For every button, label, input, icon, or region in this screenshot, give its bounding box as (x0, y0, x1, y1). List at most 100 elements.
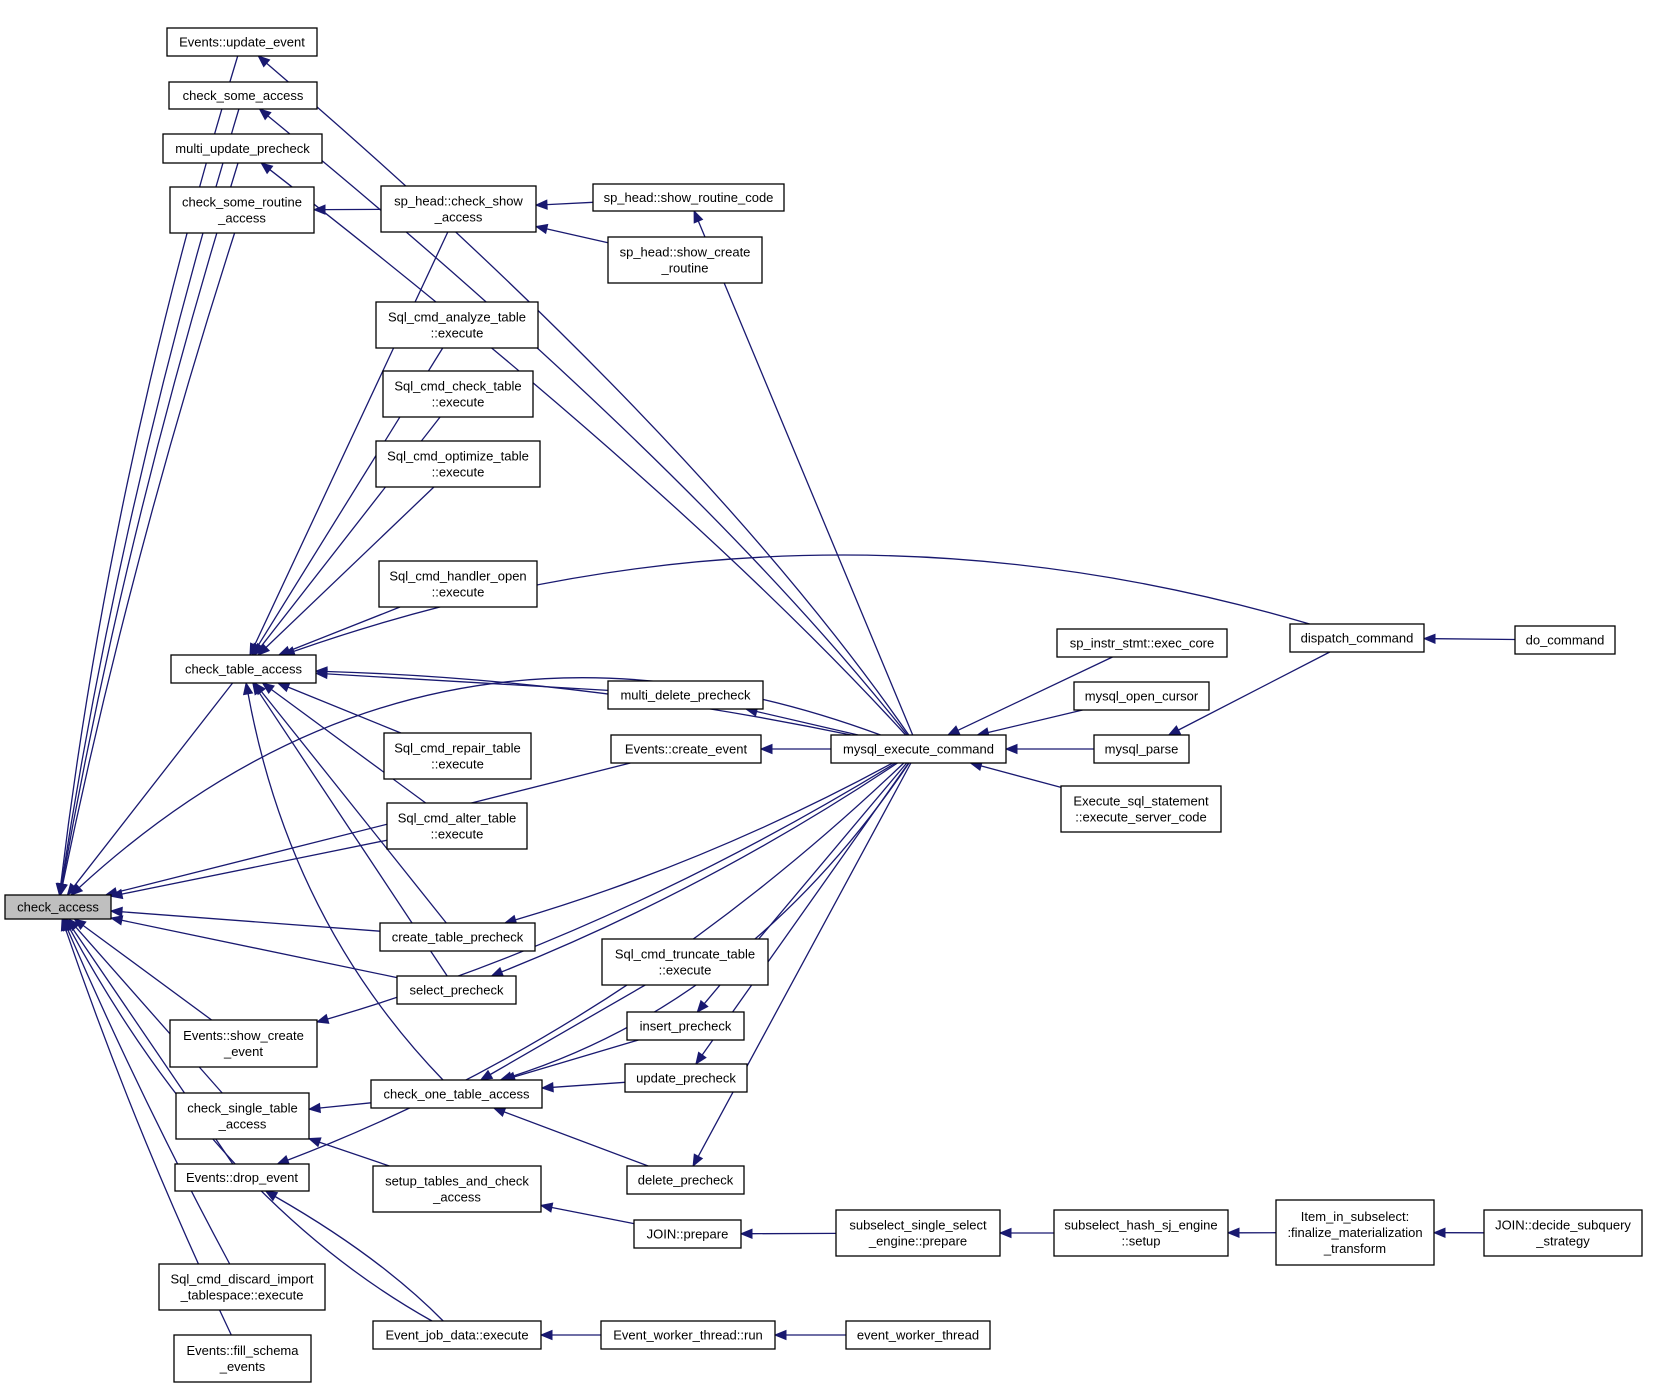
node-mysql-execute-command[interactable]: mysql_execute_command (830, 734, 1007, 764)
call-edge (307, 1102, 372, 1114)
node-update-precheck[interactable]: update_precheck (624, 1063, 748, 1093)
node-setup-tables-and-check-access[interactable]: setup_tables_and_check_access (372, 1165, 542, 1213)
arrowhead-icon (539, 1202, 554, 1213)
node-sql-cmd-handler-open[interactable]: Sql_cmd_handler_open::execute (378, 560, 538, 608)
node-check-table-access[interactable]: check_table_access (170, 654, 317, 684)
node-select-precheck[interactable]: select_precheck (396, 975, 517, 1005)
node-sql-cmd-alter-table[interactable]: Sql_cmd_alter_table::execute (386, 802, 528, 850)
node-label: :finalize_materialization (1287, 1225, 1422, 1240)
node-sp-instr-stmt-exec-core[interactable]: sp_instr_stmt::exec_core (1056, 628, 1228, 658)
node-box (1053, 1209, 1229, 1257)
node-label: ::execute (432, 465, 485, 480)
node-subselect-single-select-engine-prepare[interactable]: subselect_single_select_engine::prepare (835, 1209, 1001, 1257)
node-sql-cmd-check-table[interactable]: Sql_cmd_check_table::execute (382, 370, 534, 418)
node-create-table-precheck[interactable]: create_table_precheck (379, 922, 536, 952)
node-sql-cmd-repair-table[interactable]: Sql_cmd_repair_table::execute (383, 732, 532, 780)
node-sql-cmd-optimize-table[interactable]: Sql_cmd_optimize_table::execute (375, 440, 541, 488)
arrowhead-icon (315, 1013, 330, 1024)
node-mysql-parse[interactable]: mysql_parse (1093, 734, 1190, 764)
node-check-some-routine-access[interactable]: check_some_routine_access (169, 186, 315, 234)
node-label: subselect_single_select (849, 1218, 987, 1233)
edge-line (62, 232, 236, 885)
node-check-some-access[interactable]: check_some_access (168, 81, 318, 110)
node-label: Item_in_subselect: (1301, 1209, 1409, 1224)
node-label: check_some_access (183, 88, 304, 103)
node-events-show-create-event[interactable]: Events::show_create_event (169, 1019, 318, 1068)
node-label: _tablespace::execute (180, 1288, 304, 1303)
arrowhead-icon (109, 915, 124, 926)
edge-line (121, 911, 381, 932)
edge-line (697, 220, 914, 736)
node-events-drop-event[interactable]: Events::drop_event (174, 1163, 310, 1192)
node-label: ::execute_server_code (1075, 810, 1207, 825)
node-execute-sql-statement[interactable]: Execute_sql_statement::execute_server_co… (1060, 785, 1222, 833)
arrowhead-icon (314, 668, 328, 680)
node-join-decide-subquery-strategy[interactable]: JOIN::decide_subquery_strategy (1483, 1209, 1643, 1257)
node-box (1060, 785, 1222, 833)
node-box (626, 1165, 745, 1195)
node-sp-head-check-show-access[interactable]: sp_head::check_show_access (380, 185, 537, 233)
node-delete-precheck[interactable]: delete_precheck (626, 1165, 745, 1195)
node-layer: check_access Events::update_eventcheck_so… (4, 27, 1643, 1383)
node-box (396, 975, 517, 1005)
edge-line (121, 919, 398, 979)
node-box (592, 183, 785, 212)
edge-line (980, 765, 1062, 789)
node-label: mysql_execute_command (843, 742, 994, 757)
node-multi-update-precheck[interactable]: multi_update_precheck (162, 133, 323, 164)
arrowhead-icon (307, 1102, 321, 1114)
edge-line (1178, 651, 1331, 731)
node-box (607, 680, 764, 710)
node-event-worker-thread[interactable]: event_worker_thread (845, 1320, 991, 1350)
node-label: _event (223, 1044, 263, 1059)
node-join-prepare[interactable]: JOIN::prepare (633, 1219, 742, 1249)
edge-line (66, 928, 231, 1265)
node-events-fill-schema-events[interactable]: Events::fill_schema_events (173, 1334, 312, 1383)
node-box (4, 894, 112, 920)
node-sql-cmd-analyze-table[interactable]: Sql_cmd_analyze_table::execute (375, 301, 539, 349)
node-box (372, 1320, 542, 1350)
node-label: sp_head::show_create (620, 245, 751, 260)
node-box (610, 734, 762, 764)
call-edge (242, 681, 444, 1081)
node-box (624, 1063, 748, 1093)
node-check-single-table-access[interactable]: check_single_table_access (175, 1092, 310, 1140)
node-multi-delete-precheck[interactable]: multi_delete_precheck (607, 680, 764, 710)
edge-line (82, 924, 212, 1021)
call-edge (109, 839, 388, 900)
call-edge (534, 223, 609, 244)
node-label: check_access (17, 900, 99, 915)
node-label: sp_head::show_routine_code (604, 190, 774, 205)
node-label: insert_precheck (640, 1019, 732, 1034)
node-sp-head-show-create-routine[interactable]: sp_head::show_create_routine (607, 236, 763, 284)
node-label: _access (218, 1117, 267, 1132)
node-event-job-data-execute[interactable]: Event_job_data::execute (372, 1320, 542, 1350)
node-events-create-event[interactable]: Events::create_event (610, 734, 762, 764)
arrowhead-icon (261, 682, 275, 694)
node-mysql-open-cursor[interactable]: mysql_open_cursor (1073, 681, 1210, 711)
edge-line (546, 201, 594, 206)
node-insert-precheck[interactable]: insert_precheck (626, 1011, 745, 1041)
node-item-in-subselect-finalize[interactable]: Item_in_subselect::finalize_materializat… (1275, 1199, 1435, 1266)
node-events-update-event[interactable]: Events::update_event (166, 27, 318, 57)
node-check-access[interactable]: check_access (4, 894, 112, 920)
edge-line (697, 762, 912, 1157)
node-sql-cmd-discard-import[interactable]: Sql_cmd_discard_import_tablespace::execu… (158, 1263, 326, 1311)
node-box (845, 1320, 991, 1350)
node-box (169, 186, 315, 234)
node-label: _access (434, 210, 483, 225)
node-do-command[interactable]: do_command (1514, 625, 1616, 655)
node-subselect-hash-sj-engine-setup[interactable]: subselect_hash_sj_engine::setup (1053, 1209, 1229, 1257)
node-box (1514, 625, 1616, 655)
node-sp-head-show-routine-code[interactable]: sp_head::show_routine_code (592, 183, 785, 212)
node-label: _routine (661, 261, 709, 276)
node-label: JOIN::prepare (647, 1227, 729, 1242)
node-label: do_command (1526, 633, 1605, 648)
node-event-worker-thread-run[interactable]: Event_worker_thread::run (600, 1320, 776, 1350)
node-check-one-table-access[interactable]: check_one_table_access (370, 1079, 543, 1109)
edge-line (271, 688, 427, 804)
node-label: Sql_cmd_handler_open (389, 569, 526, 584)
node-sql-cmd-truncate-table[interactable]: Sql_cmd_truncate_table::execute (601, 938, 769, 986)
node-dispatch-command[interactable]: dispatch_command (1289, 623, 1425, 653)
